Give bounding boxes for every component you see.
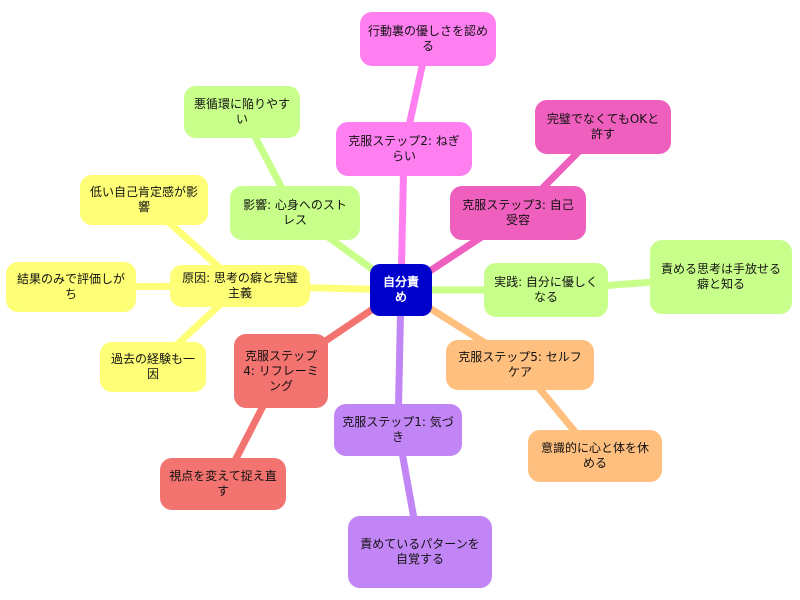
branch-effect: 影響: 心身へのストレス <box>230 186 360 240</box>
branch-step3: 克服ステップ3: 自己受容 <box>450 186 586 240</box>
branch-cause: 原因: 思考の癖と完璧主義 <box>170 265 310 307</box>
branch-step1: 克服ステップ1: 気づき <box>334 404 462 456</box>
branch-practice: 実践: 自分に優しくなる <box>484 263 608 317</box>
branch-step4: 克服ステップ4: リフレーミング <box>234 334 328 408</box>
branch-step2: 克服ステップ2: ねぎらい <box>336 122 472 176</box>
leaf-result-only-evaluation: 結果のみで評価しがち <box>6 262 136 312</box>
leaf-release-habit: 責める思考は手放せる癖と知る <box>650 240 792 314</box>
leaf-rest-mind-body: 意識的に心と体を休める <box>528 430 662 482</box>
leaf-vicious-cycle: 悪循環に陥りやすい <box>184 86 300 138</box>
leaf-low-self-esteem: 低い自己肯定感が影響 <box>80 175 208 225</box>
leaf-accept-imperfection: 完璧でなくてもOKと許す <box>535 100 671 154</box>
leaf-notice-pattern: 責めているパターンを自覚する <box>348 516 492 588</box>
leaf-acknowledge-kindness: 行動裏の優しさを認める <box>360 12 496 66</box>
center-node: 自分責め <box>370 264 432 316</box>
leaf-past-experience: 過去の経験も一因 <box>100 342 206 392</box>
leaf-reframe-perspective: 視点を変えて捉え直す <box>160 458 286 510</box>
branch-step5: 克服ステップ5: セルフケア <box>446 340 594 390</box>
